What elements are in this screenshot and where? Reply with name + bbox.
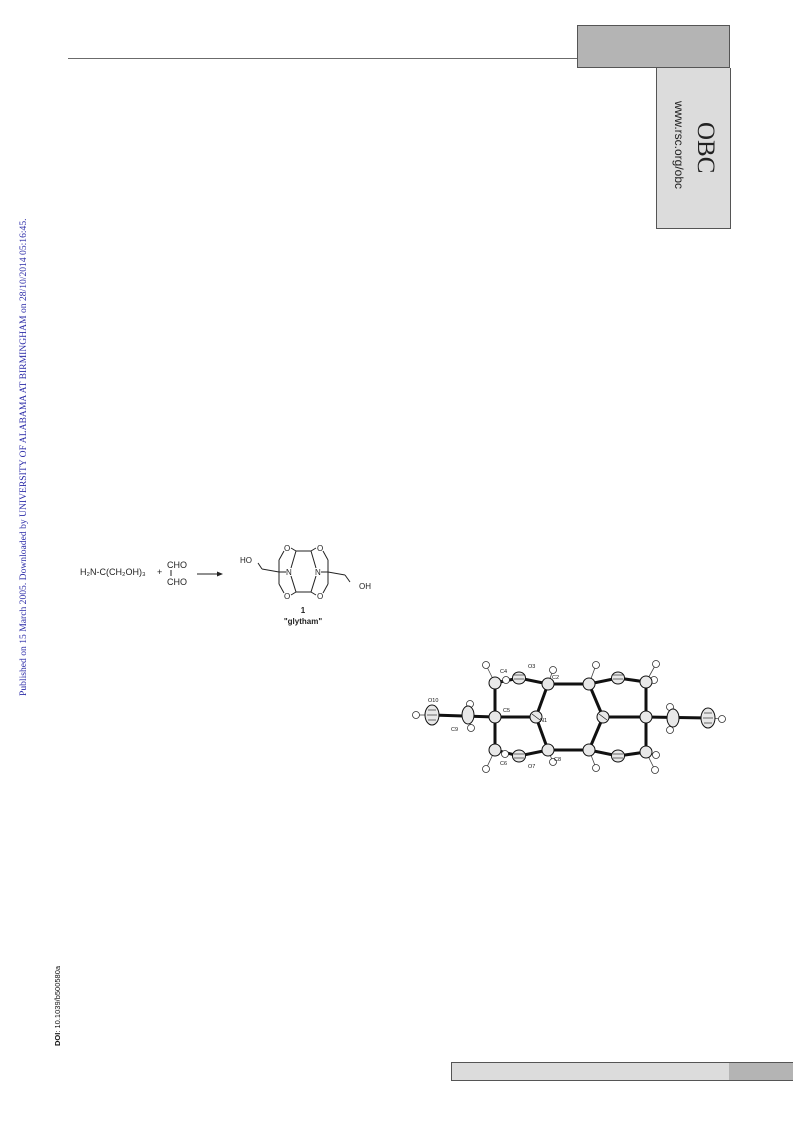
journal-abbrev: OBC <box>692 122 719 174</box>
aldehyde-bottom: CHO <box>167 577 187 587</box>
doi-value[interactable]: : 10.1039/b500580a <box>53 965 62 1033</box>
glytham-structure <box>257 547 351 596</box>
reactant-amine: H₂N-C(CH₂OH)₃ <box>80 567 146 577</box>
nitrogen-right: N <box>315 568 321 577</box>
atom-label-o10: O10 <box>428 698 438 704</box>
reaction-arrowhead <box>217 571 223 577</box>
oxygen-top-right: O <box>317 544 323 553</box>
atom-label-o3: O3 <box>528 664 535 670</box>
aldehyde-top: CHO <box>167 560 187 570</box>
footer-light-bar <box>451 1062 730 1081</box>
doi-label: DOI <box>53 1032 62 1046</box>
journal-badge <box>656 68 731 229</box>
atom-label-c6: C6 <box>500 761 507 767</box>
atom-hatching <box>427 674 713 759</box>
atom-label-c9: C9 <box>451 727 458 733</box>
atom-label-c5: C5 <box>503 708 510 714</box>
oxygen-bottom-left: O <box>284 592 290 601</box>
atom-label-o7: O7 <box>528 764 535 770</box>
crystal-structure-figure: O10 C9 C5 C4 O3 C2 N1 C6 O7 C8 <box>412 660 726 774</box>
doi-line: DOI: 10.1039/b500580a <box>53 966 62 1046</box>
atom-label-c4: C4 <box>500 669 507 675</box>
publication-note: Published on 15 March 2005. Downloaded b… <box>18 218 29 696</box>
atom-label-c2: C2 <box>552 675 559 681</box>
nitrogen-left: N <box>286 568 292 577</box>
journal-url[interactable]: www.rsc.org/obc <box>672 101 686 190</box>
header-grey-block <box>577 25 730 68</box>
plus-sign: + <box>157 567 162 577</box>
atom-label-c8: C8 <box>554 757 561 763</box>
heavy-atoms <box>424 671 716 763</box>
hydroxyl-right: OH <box>359 582 371 591</box>
compound-name: "glytham" <box>284 617 322 626</box>
oxygen-top-left: O <box>284 544 290 553</box>
atom-label-n1: N1 <box>540 718 547 724</box>
header-rule <box>68 58 578 59</box>
oxygen-bottom-right: O <box>317 592 323 601</box>
molecular-skeleton <box>493 676 648 758</box>
hydroxyl-left: HO <box>240 556 252 565</box>
compound-number: 1 <box>301 606 306 615</box>
footer-dark-bar <box>729 1062 793 1081</box>
reaction-scheme: H₂N-C(CH₂OH)₃ + CHO CHO HO OH N N O O O … <box>80 544 371 626</box>
